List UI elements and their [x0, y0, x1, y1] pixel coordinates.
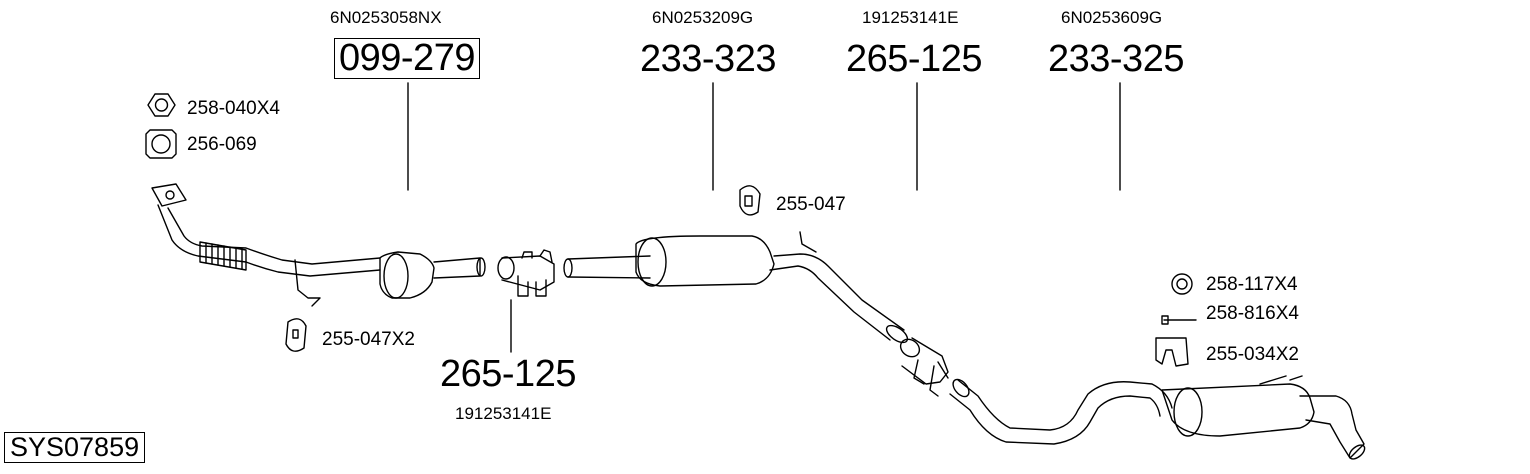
part-number-rear[interactable]: 233-325 — [1048, 38, 1184, 80]
accessory-label-bolt[interactable]: 258-816X4 — [1206, 303, 1299, 324]
centre-silencer — [563, 231, 909, 344]
part-number-clamp-lower[interactable]: 265-125 — [440, 353, 576, 395]
hanger-rear-icon — [1155, 337, 1189, 367]
system-code-label: SYS07859 — [4, 432, 146, 463]
nut-icon — [147, 93, 176, 117]
oem-number-clamp-upper: 191253141E — [862, 8, 959, 27]
flex-section — [199, 241, 247, 271]
rear-silencer — [1161, 375, 1366, 460]
front-clamp — [497, 249, 555, 297]
oem-number-centre: 6N0253209G — [652, 8, 754, 27]
bolt-icon — [1161, 315, 1197, 325]
accessory-label-hanger-rear[interactable]: 255-034X2 — [1206, 344, 1299, 365]
rear-pipe — [949, 378, 1173, 445]
accessory-label-hanger-mid[interactable]: 255-047 — [776, 194, 846, 215]
accessory-label-hanger-front[interactable]: 255-047X2 — [322, 329, 415, 350]
oem-number-clamp-lower: 191253141E — [455, 404, 552, 423]
hanger-front-icon — [285, 318, 307, 352]
accessory-label-gasket[interactable]: 256-069 — [187, 134, 257, 155]
hanger-mid-icon — [739, 185, 761, 216]
part-number-manifold[interactable]: 099-279 — [334, 38, 480, 79]
mid-clamp — [899, 337, 949, 397]
gasket-icon — [145, 129, 177, 159]
oem-number-manifold: 6N0253058NX — [330, 8, 442, 27]
part-number-clamp-upper[interactable]: 265-125 — [846, 38, 982, 80]
accessory-label-ring[interactable]: 258-117X4 — [1206, 274, 1298, 295]
catalyst — [379, 251, 486, 299]
ring-icon — [1171, 273, 1193, 295]
part-number-centre[interactable]: 233-323 — [640, 38, 776, 80]
oem-number-rear: 6N0253609G — [1061, 8, 1163, 27]
flange-shape — [151, 183, 187, 207]
accessory-label-nut[interactable]: 258-040X4 — [187, 98, 280, 119]
downpipe — [157, 204, 381, 277]
